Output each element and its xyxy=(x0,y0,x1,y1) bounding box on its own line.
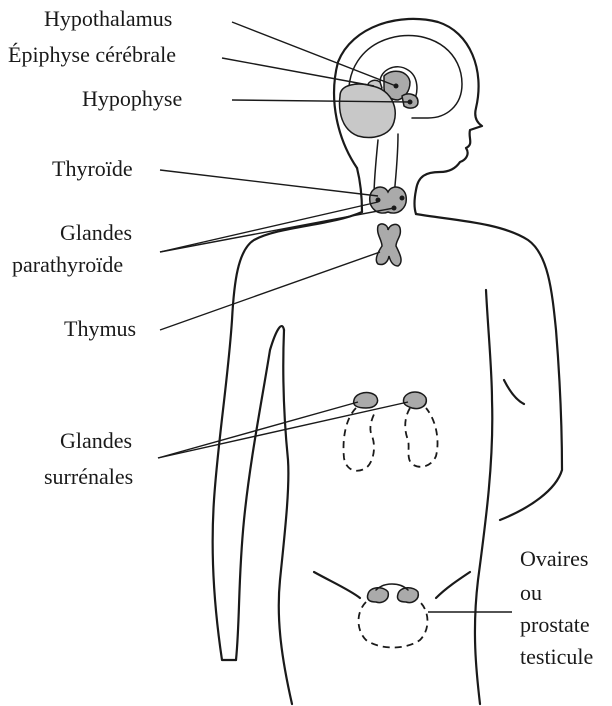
label-gonades-line4: testicule xyxy=(520,644,593,669)
label-hypothalamus: Hypothalamus xyxy=(44,6,172,31)
pelvis-curve-right xyxy=(436,572,470,598)
labels: Hypothalamus Épiphyse cérébrale Hypophys… xyxy=(8,6,593,669)
parathyroid-dot-3 xyxy=(400,196,405,201)
adrenal-gland-right xyxy=(403,392,426,409)
leader-epiphyse xyxy=(222,58,374,86)
kidney-right xyxy=(405,408,437,467)
leader-parathyroide-2 xyxy=(160,208,394,252)
label-thymus: Thymus xyxy=(64,316,136,341)
leader-thyroide xyxy=(160,170,378,196)
leader-parathyroide-1 xyxy=(160,202,378,252)
kidney-left xyxy=(344,408,377,471)
leader-hypothalamus xyxy=(232,22,396,86)
label-epiphyse: Épiphyse cérébrale xyxy=(8,42,176,67)
label-parathyroide-line1: Glandes xyxy=(60,220,132,245)
label-gonades-line2: ou xyxy=(520,580,542,605)
leader-thymus xyxy=(160,252,380,330)
leader-surrenales-1 xyxy=(158,402,358,458)
right-torso-side xyxy=(475,290,492,704)
label-thyroide: Thyroïde xyxy=(52,156,133,181)
label-parathyroide-line2: parathyroïde xyxy=(12,252,123,277)
adrenal-gland-left xyxy=(354,393,378,408)
label-surrenales-line1: Glandes xyxy=(60,428,132,453)
glands xyxy=(340,71,438,647)
left-torso-side xyxy=(279,330,292,704)
thymus-gland xyxy=(376,224,401,266)
left-inner-arm xyxy=(236,326,284,660)
label-gonades-line1: Ovaires xyxy=(520,546,588,571)
neck-right xyxy=(415,190,417,214)
prostate-outline xyxy=(359,602,428,648)
label-hypophyse: Hypophyse xyxy=(82,86,182,111)
gonad-left xyxy=(367,588,388,603)
pelvis-curve xyxy=(314,572,360,598)
label-surrenales-line2: surrénales xyxy=(44,464,133,489)
label-gonades-line3: prostate xyxy=(520,612,590,637)
right-elbow xyxy=(504,380,524,404)
